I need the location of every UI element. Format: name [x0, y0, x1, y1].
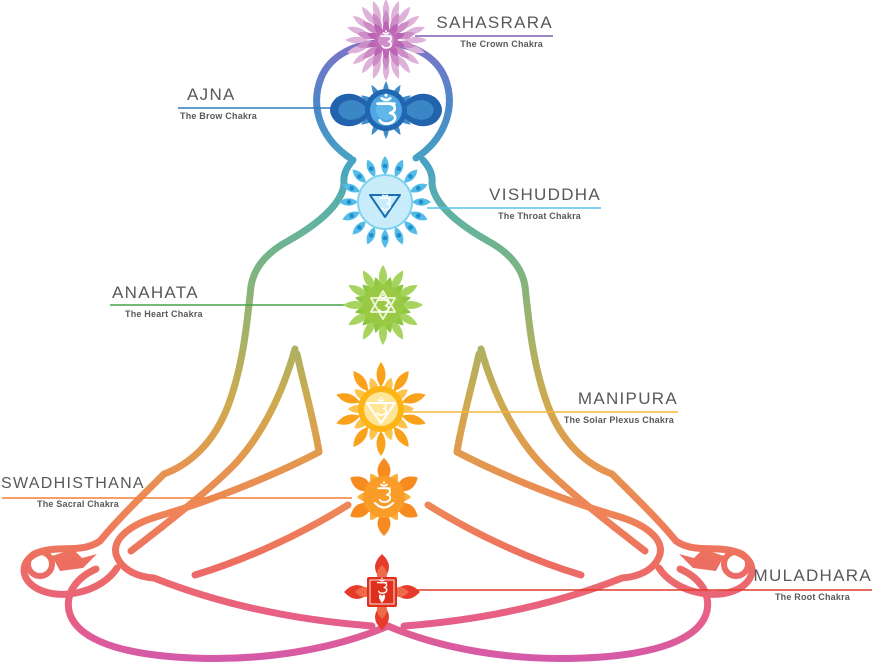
seed-syllable-glyph — [375, 397, 388, 416]
figure-left-torso-leg — [112, 350, 376, 630]
seed-syllable-glyph — [376, 93, 397, 126]
chakra-symbols — [330, 0, 442, 630]
chakra-vishuddha-symbol — [339, 156, 431, 248]
ajna-wing-petals — [330, 93, 442, 127]
seed-syllable-glyph — [380, 30, 393, 49]
figure-base-left — [64, 565, 392, 662]
figure-right-inner-arm — [477, 345, 649, 555]
figure-base-right — [384, 565, 712, 662]
chakra-name-manipura: MANIPURA — [577, 389, 678, 408]
chakra-sahasrara-symbol — [345, 0, 427, 81]
chakra-subtitle-sahasrara: The Crown Chakra — [460, 38, 543, 49]
seed-syllable-glyph — [377, 294, 390, 313]
figure-left-arm — [20, 156, 357, 598]
label-muladhara: MULADHARA The Root Chakra — [754, 566, 872, 602]
chakra-subtitle-anahata: The Heart Chakra — [125, 308, 203, 319]
figure-left-inner-arm — [127, 345, 299, 555]
chakra-ajna-symbol — [330, 81, 442, 139]
figure-right-inner-thigh — [424, 501, 585, 579]
chakra-subtitle-muladhara: The Root Chakra — [774, 591, 850, 602]
left-hand-fingers — [52, 549, 97, 571]
label-manipura: MANIPURA The Solar Plexus Chakra — [564, 389, 678, 425]
seed-syllable-glyph — [376, 577, 388, 594]
chakra-name-anahata: ANAHATA — [112, 283, 199, 302]
seed-syllable-glyph — [377, 481, 392, 503]
label-vishuddha: VISHUDDHA The Throat Chakra — [489, 185, 601, 221]
label-leader-lines — [2, 35, 872, 591]
label-anahata: ANAHATA The Heart Chakra — [112, 283, 203, 319]
chakra-subtitle-swadhisthana: The Sacral Chakra — [37, 499, 119, 510]
chakra-name-swadhisthana: SWADHISTHANA — [1, 475, 145, 492]
chakra-manipura-symbol — [336, 362, 426, 456]
right-hand-mudra-circle — [721, 549, 751, 579]
chakra-subtitle-vishuddha: The Throat Chakra — [498, 210, 581, 221]
seed-syllable-glyph — [379, 192, 391, 211]
chakra-muladhara-symbol — [344, 554, 420, 630]
chakra-name-muladhara: MULADHARA — [753, 566, 872, 585]
chakra-swadhisthana-symbol — [350, 458, 418, 536]
label-ajna: AJNA The Brow Chakra — [180, 85, 257, 121]
chakra-name-ajna: AJNA — [187, 85, 236, 104]
chakra-name-sahasrara: SAHASRARA — [436, 13, 553, 32]
right-hand-fingers — [679, 549, 724, 571]
figure-right-torso-leg — [400, 350, 664, 630]
chakra-anahata-symbol — [343, 265, 423, 345]
meditating-figure-outline — [20, 39, 756, 662]
label-swadhisthana: SWADHISTHANA The Sacral Chakra — [1, 475, 145, 509]
figure-right-arm — [419, 156, 756, 598]
chakra-name-vishuddha: VISHUDDHA — [489, 185, 601, 204]
chakra-subtitle-manipura: The Solar Plexus Chakra — [563, 414, 674, 425]
chakra-subtitle-ajna: The Brow Chakra — [180, 110, 258, 121]
figure-left-inner-thigh — [191, 501, 352, 579]
label-sahasrara: SAHASRARA The Crown Chakra — [436, 13, 553, 49]
left-hand-mudra-circle — [25, 549, 55, 579]
